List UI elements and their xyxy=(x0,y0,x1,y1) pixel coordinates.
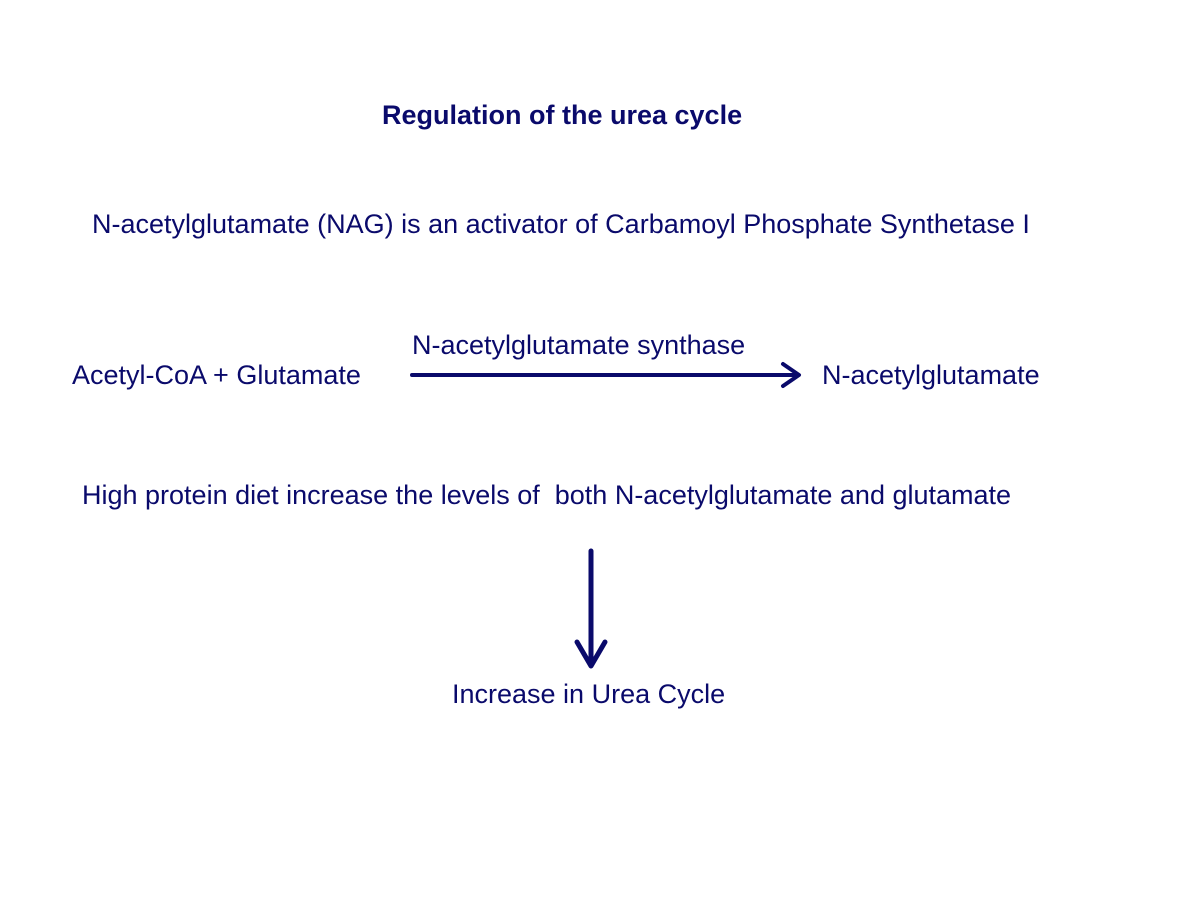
reaction-enzyme: N-acetylglutamate synthase xyxy=(412,330,746,360)
reaction-substrates: Acetyl-CoA + Glutamate xyxy=(72,360,361,390)
reaction-arrow xyxy=(410,362,801,388)
down-arrow xyxy=(574,548,608,669)
slide-title: Regulation of the urea cycle xyxy=(382,100,743,130)
high-protein-diet-statement: High protein diet increase the levels of… xyxy=(82,480,1012,510)
urea-cycle-outcome: Increase in Urea Cycle xyxy=(452,679,726,709)
reaction-product: N-acetylglutamate xyxy=(822,360,1040,390)
nag-activator-statement: N-acetylglutamate (NAG) is an activator … xyxy=(92,209,1030,239)
